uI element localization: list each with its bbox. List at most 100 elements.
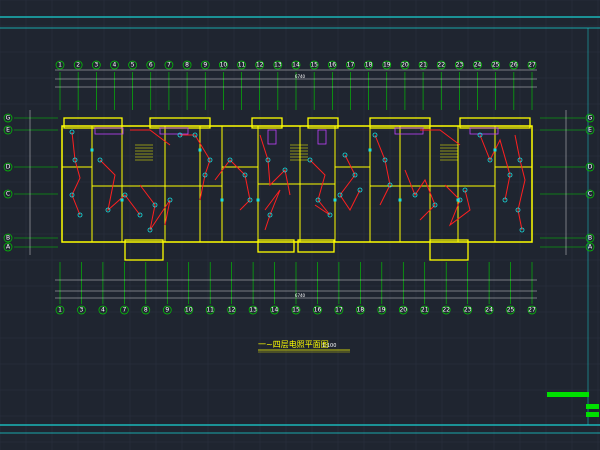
switch-symbol (120, 198, 124, 202)
axis-label-top: 7 (167, 62, 171, 69)
axis-label-right: C (588, 191, 592, 198)
axis-bubble-top (91, 60, 101, 70)
axis-bubble-bottom (313, 305, 322, 315)
switch-symbol (198, 148, 202, 152)
axis-label-top: 20 (401, 62, 409, 69)
axis-label-top: 13 (274, 62, 282, 69)
axis-label-top: 3 (94, 62, 98, 69)
wire-run (71, 131, 81, 216)
axis-bubble-bottom (356, 305, 365, 315)
light-fixture (69, 129, 75, 135)
switch-symbol (398, 198, 402, 202)
axis-bubble-left (3, 242, 13, 252)
axis-label-top: 4 (113, 62, 117, 69)
legend-bar-2 (586, 404, 599, 409)
axis-bubble-bottom (55, 305, 65, 315)
axis-label-bottom: 16 (314, 307, 322, 314)
axis-bubble-top (273, 60, 283, 70)
light-fixture (72, 157, 78, 163)
axis-bubble-top (182, 60, 192, 70)
axis-label-right: B (588, 235, 592, 242)
axis-label-right: D (588, 164, 593, 171)
axis-label-bottom: 11 (206, 307, 214, 314)
switch-symbol (90, 148, 94, 152)
axis-label-top: 24 (474, 62, 482, 69)
switch-symbol (456, 198, 460, 202)
light-fixture (247, 197, 253, 203)
axis-bubble-bottom (248, 305, 258, 315)
wire-run (99, 159, 141, 216)
axis-bubble-right (585, 113, 595, 123)
axis-label-top: 6 (149, 62, 153, 69)
axis-label-left: C (6, 191, 10, 198)
axis-label-bottom: 4 (101, 307, 105, 314)
axis-bubble-bottom (420, 305, 430, 315)
axis-label-top: 25 (492, 62, 500, 69)
axis-bubble-top (527, 60, 537, 70)
axis-bubble-top (491, 60, 501, 70)
axis-label-right: A (588, 244, 593, 251)
axis-bubble-top (200, 60, 210, 70)
axis-bubble-bottom (77, 305, 86, 315)
light-fixture (152, 202, 158, 208)
axis-label-top: 27 (528, 62, 536, 69)
light-fixture (97, 157, 103, 163)
axis-label-top: 15 (310, 62, 318, 69)
wire-run (479, 134, 511, 201)
light-fixture (177, 132, 183, 138)
light-fixture (352, 172, 358, 178)
switch-symbol (493, 148, 497, 152)
axis-label-top: 11 (238, 62, 246, 69)
axis-label-top: 14 (292, 62, 300, 69)
axis-label-bottom: 1 (58, 307, 62, 314)
axis-grid-lines (14, 72, 585, 304)
wire-run (139, 184, 171, 231)
wire-run (264, 189, 281, 231)
axis-bubble-bottom (441, 305, 451, 315)
wire-run (420, 129, 461, 146)
axis-bubble-top (327, 60, 337, 70)
axis-bubble-top (164, 60, 174, 70)
axis-bubble-bottom (463, 305, 472, 315)
light-fixture (147, 227, 153, 233)
axis-label-top: 5 (131, 62, 135, 69)
light-fixture (267, 212, 273, 218)
axis-label-bottom: 9 (165, 307, 169, 314)
axis-bubble-bottom (506, 305, 515, 315)
axis-bubble-bottom (270, 305, 279, 315)
axis-label-top: 17 (347, 62, 355, 69)
axis-label-left: G (6, 115, 11, 122)
axis-label-top: 1 (58, 62, 62, 69)
wire-run (404, 169, 436, 221)
legend-bar-1 (547, 392, 589, 397)
light-fixture (357, 187, 363, 193)
axis-label-bottom: 14 (271, 307, 279, 314)
axis-label-top: 8 (185, 62, 189, 69)
axis-bubble-right (585, 189, 595, 199)
axis-bubble-left (3, 125, 13, 135)
axis-label-bottom: 15 (292, 307, 300, 314)
axis-label-left: D (6, 164, 11, 171)
axis-bubble-top (473, 60, 482, 70)
balcony-top (63, 117, 123, 129)
axis-bubble-bottom (334, 305, 344, 315)
light-fixture (432, 202, 438, 208)
light-fixture (507, 172, 513, 178)
axis-bubble-bottom (484, 305, 494, 315)
furniture-item (94, 127, 124, 135)
axis-bubble-top (110, 60, 119, 70)
light-fixture (337, 192, 343, 198)
light-fixture (105, 207, 111, 213)
axis-bubble-top (455, 60, 464, 70)
axis-bubble-bottom (398, 305, 408, 315)
balcony-top (251, 117, 283, 129)
axis-bubble-top (128, 60, 137, 70)
axis-label-top: 26 (510, 62, 518, 69)
title-block: 一~四层电照平面图 1:100 (258, 339, 350, 353)
switch-symbol (256, 198, 260, 202)
axis-bubble-bottom (291, 305, 301, 315)
wire-run (514, 134, 526, 231)
bay-bottom (257, 239, 295, 253)
axis-bubble-right (585, 233, 595, 243)
